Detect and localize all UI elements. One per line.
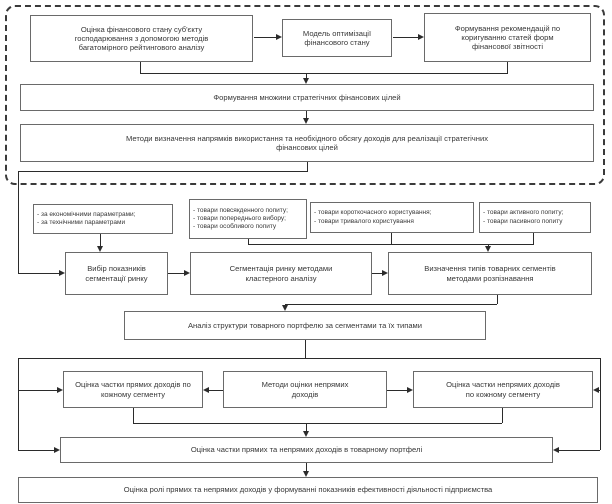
arrow-into-recommendations bbox=[418, 34, 424, 40]
connector-into-select-indicators bbox=[18, 273, 59, 274]
connector-into-indirect-share-right bbox=[599, 390, 600, 391]
arrow-into-indirect-share-right bbox=[593, 387, 599, 393]
arrow-into-portfolio-share bbox=[303, 431, 309, 437]
arrow-into-role-assessment bbox=[303, 471, 309, 477]
node-segment-type-recognition: Визначення типів товарних сегментів мето… bbox=[388, 252, 592, 295]
connector-model-to-recommendations bbox=[393, 37, 418, 38]
arrow-into-cluster bbox=[184, 270, 190, 276]
connector-methods-exit-down bbox=[307, 162, 308, 171]
arrow-methods-into-indirect bbox=[407, 387, 413, 393]
node-financial-state-assessment: Оцінка фінансового стану суб'єкту господ… bbox=[30, 15, 253, 62]
connector-assessment-to-model bbox=[254, 37, 276, 38]
connector-shares-merge-rail bbox=[133, 423, 502, 424]
connector-goods-merge-rail bbox=[248, 244, 534, 245]
connector-into-portfolio-right bbox=[559, 450, 600, 451]
connector-methods-to-indirect bbox=[387, 390, 407, 391]
connector-usage-down bbox=[391, 233, 392, 244]
node-portfolio-structure-analysis: Аналіз структури товарного портфелю за с… bbox=[124, 311, 486, 340]
connector-goals-to-methods bbox=[306, 111, 307, 118]
list-segmentation-parameters: - за економічними параметрами; - за техн… bbox=[33, 204, 173, 234]
arrow-into-type-recognition bbox=[485, 246, 491, 252]
connector-into-analysis bbox=[285, 304, 286, 305]
node-portfolio-income-share: Оцінка частки прямих та непрямих доходів… bbox=[60, 437, 553, 463]
arrow-parameters-into-select bbox=[97, 246, 103, 252]
arrow-methods-into-direct bbox=[203, 387, 209, 393]
connector-into-goals bbox=[306, 73, 307, 78]
arrow-into-model bbox=[276, 34, 282, 40]
connector-into-type-recognition bbox=[488, 244, 489, 246]
node-select-segmentation-indicators: Вибір показників сегментації ринку bbox=[65, 252, 168, 295]
strategy-dashed-group bbox=[5, 5, 605, 185]
connector-right-rail bbox=[600, 358, 601, 450]
arrow-into-analysis bbox=[282, 305, 288, 311]
node-indirect-income-methods: Методи оцінки непрямих доходів bbox=[223, 371, 387, 408]
connector-cluster-to-types bbox=[372, 273, 382, 274]
node-cluster-segmentation: Сегментація ринку методами кластерного а… bbox=[190, 252, 372, 295]
connector-portfolio-down bbox=[306, 463, 307, 471]
arrow-into-income-methods bbox=[303, 118, 309, 124]
node-strategic-goals: Формування множини стратегічних фінансов… bbox=[20, 84, 594, 111]
connector-parameters-down bbox=[100, 234, 101, 246]
connector-activity-down bbox=[533, 233, 534, 244]
connector-into-portfolio-share bbox=[306, 423, 307, 431]
list-usage-duration-goods: - товари короткочасного користування; - … bbox=[310, 202, 474, 233]
arrow-into-goals bbox=[303, 78, 309, 84]
arrow-into-portfolio-right bbox=[553, 447, 559, 453]
node-optimization-model: Модель оптимізації фінансового стану bbox=[282, 19, 392, 57]
connector-assessment-down bbox=[140, 62, 141, 73]
connector-demand-down bbox=[248, 239, 249, 244]
connector-types-left-rail bbox=[285, 304, 497, 305]
connector-indirect-down bbox=[502, 408, 503, 423]
connector-merge-rail bbox=[140, 73, 508, 74]
arrow-into-types bbox=[382, 270, 388, 276]
connector-left-rail bbox=[18, 358, 19, 450]
connector-methods-to-direct bbox=[209, 390, 223, 391]
connector-analysis-down bbox=[305, 340, 306, 358]
list-activity-goods: - товари активного попиту; - товари паси… bbox=[479, 202, 591, 233]
node-indirect-income-share: Оцінка частки непрямих доходів по кожном… bbox=[413, 371, 593, 408]
connector-top-rail bbox=[18, 358, 601, 359]
list-demand-goods: - товари повсякденного попиту; - товари … bbox=[189, 199, 307, 239]
node-direct-income-share: Оцінка частки прямих доходів по кожному … bbox=[63, 371, 203, 408]
connector-into-direct-share bbox=[18, 390, 57, 391]
connector-types-down bbox=[497, 295, 498, 304]
connector-left-drop bbox=[18, 171, 19, 273]
arrow-into-portfolio-left bbox=[54, 447, 60, 453]
connector-into-portfolio-left bbox=[18, 450, 54, 451]
node-reporting-recommendations: Формування рекомендацій по коригуванню с… bbox=[424, 13, 591, 62]
connector-recommendations-down bbox=[507, 62, 508, 73]
arrow-into-select-indicators bbox=[59, 270, 65, 276]
connector-methods-exit-left bbox=[18, 171, 308, 172]
node-income-role-assessment: Оцінка ролі прямих та непрямих доходів у… bbox=[18, 477, 598, 503]
arrow-into-direct-share bbox=[57, 387, 63, 393]
connector-direct-down bbox=[133, 408, 134, 423]
connector-select-to-cluster bbox=[168, 273, 184, 274]
node-income-direction-methods: Методи визначення напрямків використання… bbox=[20, 124, 594, 162]
